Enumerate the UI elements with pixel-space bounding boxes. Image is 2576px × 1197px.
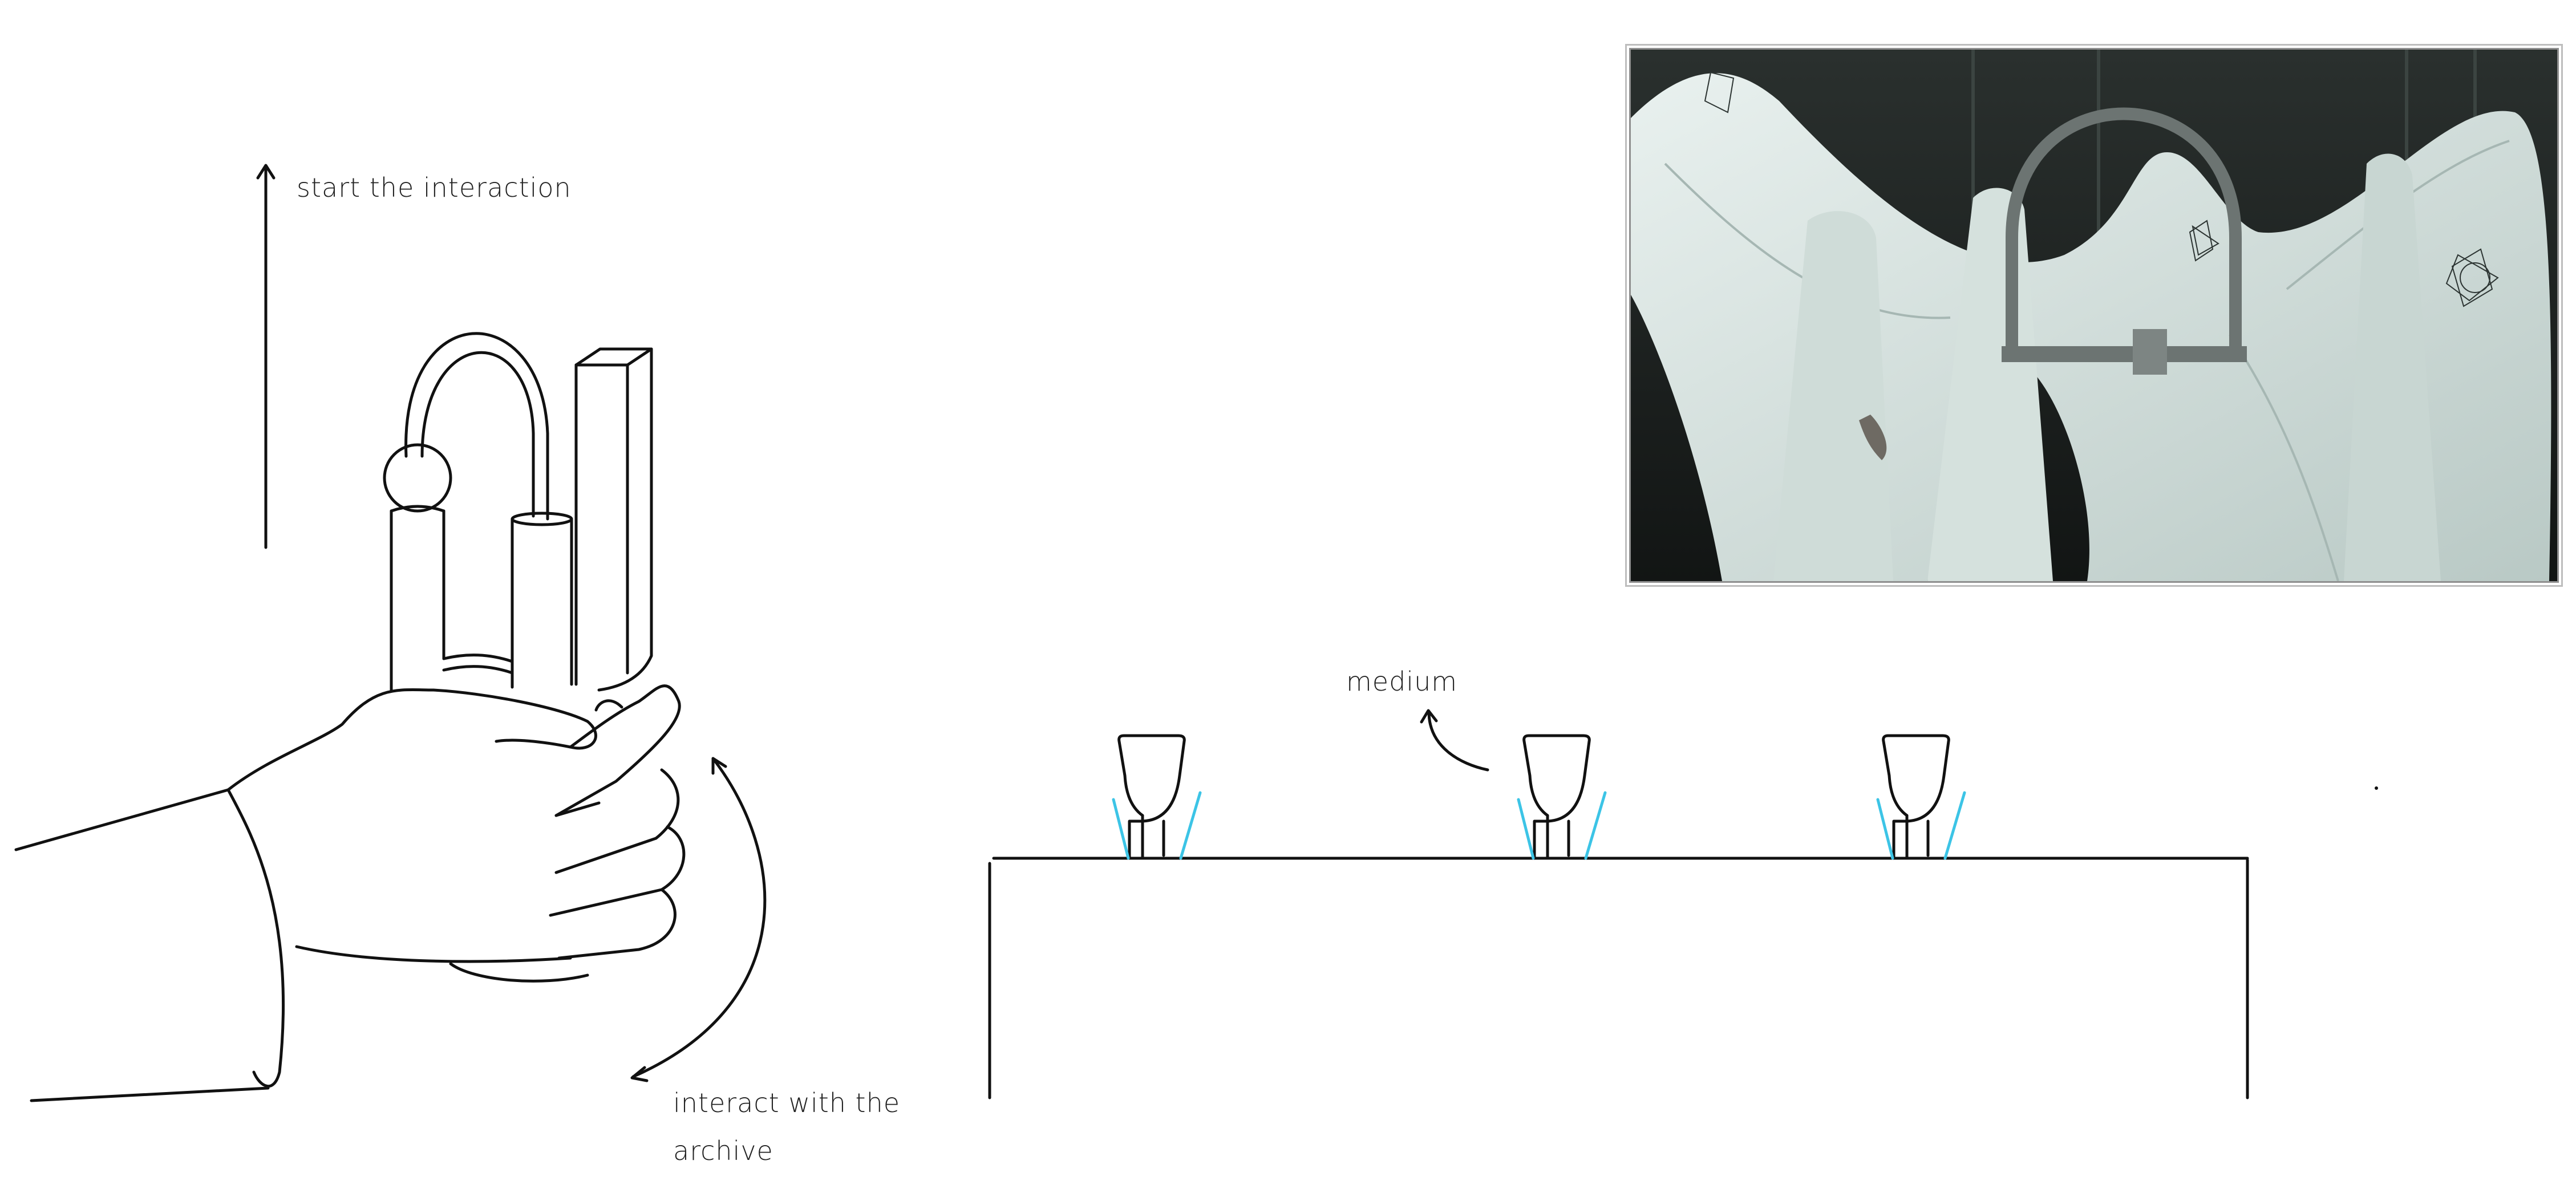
medium-label: medium [1346,666,1458,697]
stray-dot [2375,786,2378,790]
interact-line-1: interact with the [673,1088,901,1118]
hand-sketch [14,684,686,1102]
paddle-1 [1112,734,1202,860]
paddle-3 [1876,734,1966,860]
device-sketch [383,332,653,692]
curved-arrow-icon [630,757,767,1082]
reference-photo [1629,48,2559,583]
interact-line-2: archive [673,1135,773,1166]
medium-arrow-icon [1420,709,1489,772]
arrow-up-icon [256,164,276,549]
paddle-2 [1517,734,1607,860]
table-sketch [988,857,2249,1099]
start-interaction-label: start the interaction [297,172,572,203]
interact-archive-label: interact with the archive [673,1079,900,1175]
